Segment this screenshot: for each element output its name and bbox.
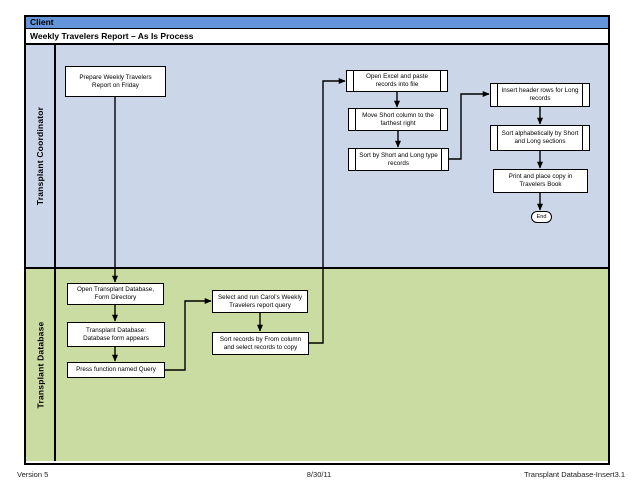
process-title-bar: Weekly Travelers Report – As Is Process (26, 29, 608, 45)
connector-press-query-to-select-run (165, 298, 212, 371)
footer-date: 8/30/11 (306, 470, 332, 479)
connector-sort-type-to-insert-header (449, 91, 490, 160)
lane-label-transplant-database: Transplant Database (26, 269, 56, 461)
footer-doc-title: Transplant Database-Insert3.1 (523, 470, 625, 479)
lane-label-transplant-coordinator: Transplant Coordinator (26, 45, 56, 267)
client-header-bar: Client (26, 17, 608, 29)
client-header-label: Client (30, 17, 54, 27)
footer-version: Version 5 (17, 470, 49, 479)
process-title-label: Weekly Travelers Report – As Is Process (30, 31, 194, 41)
connector-sort-records-to-open-excel (309, 78, 346, 344)
